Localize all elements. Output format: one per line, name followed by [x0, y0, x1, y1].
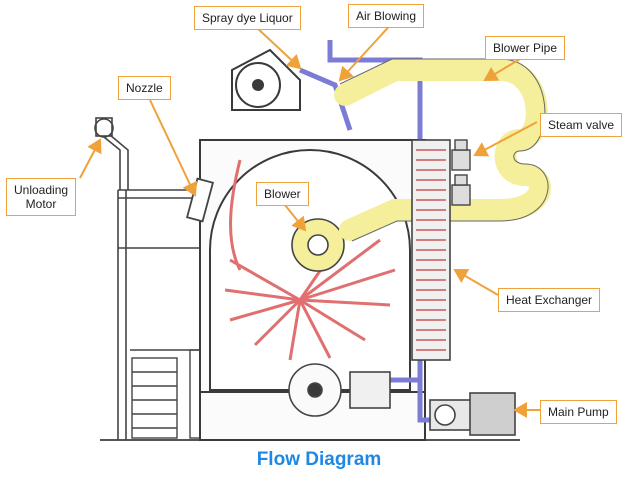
label-blower-pipe: Blower Pipe	[485, 36, 566, 60]
label-nozzle: Nozzle	[118, 76, 171, 100]
main-pump	[429, 392, 516, 436]
label-steam-valve: Steam valve	[540, 113, 623, 137]
label-unloading-motor: Unloading Motor	[6, 178, 77, 216]
heat-exchanger	[411, 139, 451, 361]
label-blower: Blower	[256, 182, 309, 206]
diagram-title: Flow Diagram	[256, 449, 382, 470]
label-air-blowing: Air Blowing	[348, 4, 425, 28]
platform-frame	[117, 189, 215, 440]
label-main-pump: Main Pump	[540, 400, 617, 424]
label-unloading-motor-line2: Motor	[25, 197, 57, 211]
callout-arrows	[79, 19, 541, 418]
stairs	[131, 349, 209, 439]
blower-pipe-outline	[339, 58, 549, 242]
blower-unit	[291, 218, 345, 272]
label-unloading-motor-line1: Unloading	[14, 183, 69, 197]
label-heat-exchanger: Heat Exchanger	[498, 288, 601, 312]
steam-valves	[451, 139, 471, 206]
top-reel	[231, 48, 301, 111]
filter-pump	[288, 363, 391, 417]
unloading-reel	[94, 117, 129, 190]
label-spray-dye-liquor: Spray dye Liquor	[194, 6, 301, 30]
nozzle-door	[185, 177, 215, 223]
blower-pipe	[334, 59, 551, 241]
